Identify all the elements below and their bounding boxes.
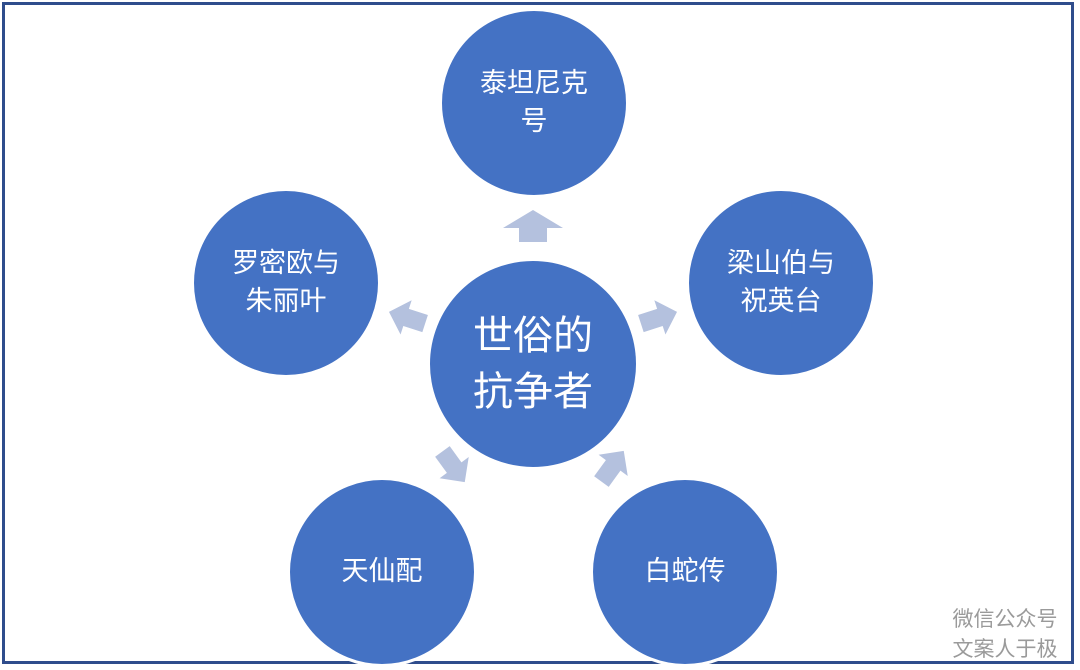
arrow-right bbox=[638, 300, 678, 335]
node-left-label: 罗密欧与 朱丽叶 bbox=[232, 248, 340, 317]
node-bottom-left: 天仙配 bbox=[287, 477, 477, 667]
arrow-bottom-left bbox=[435, 446, 469, 483]
node-bottom-right: 白蛇传 bbox=[590, 477, 780, 667]
center-node-label: 世俗的 抗争者 bbox=[473, 313, 593, 415]
arrow-up bbox=[503, 210, 563, 242]
node-bottom-right-label: 白蛇传 bbox=[644, 556, 726, 587]
node-left: 罗密欧与 朱丽叶 bbox=[191, 188, 381, 378]
arrow-bottom-right bbox=[594, 450, 628, 487]
node-top: 泰坦尼克 号 bbox=[439, 8, 629, 198]
node-bottom-left-label: 天仙配 bbox=[341, 556, 423, 587]
node-top-label: 泰坦尼克 号 bbox=[480, 68, 588, 137]
center-node: 世俗的 抗争者 bbox=[427, 258, 639, 470]
arrow-left bbox=[388, 300, 428, 335]
watermark-text: 微信公众号 文案人于极 bbox=[952, 607, 1058, 661]
node-right-label: 梁山伯与 祝英台 bbox=[727, 248, 835, 317]
node-right: 梁山伯与 祝英台 bbox=[686, 188, 876, 378]
